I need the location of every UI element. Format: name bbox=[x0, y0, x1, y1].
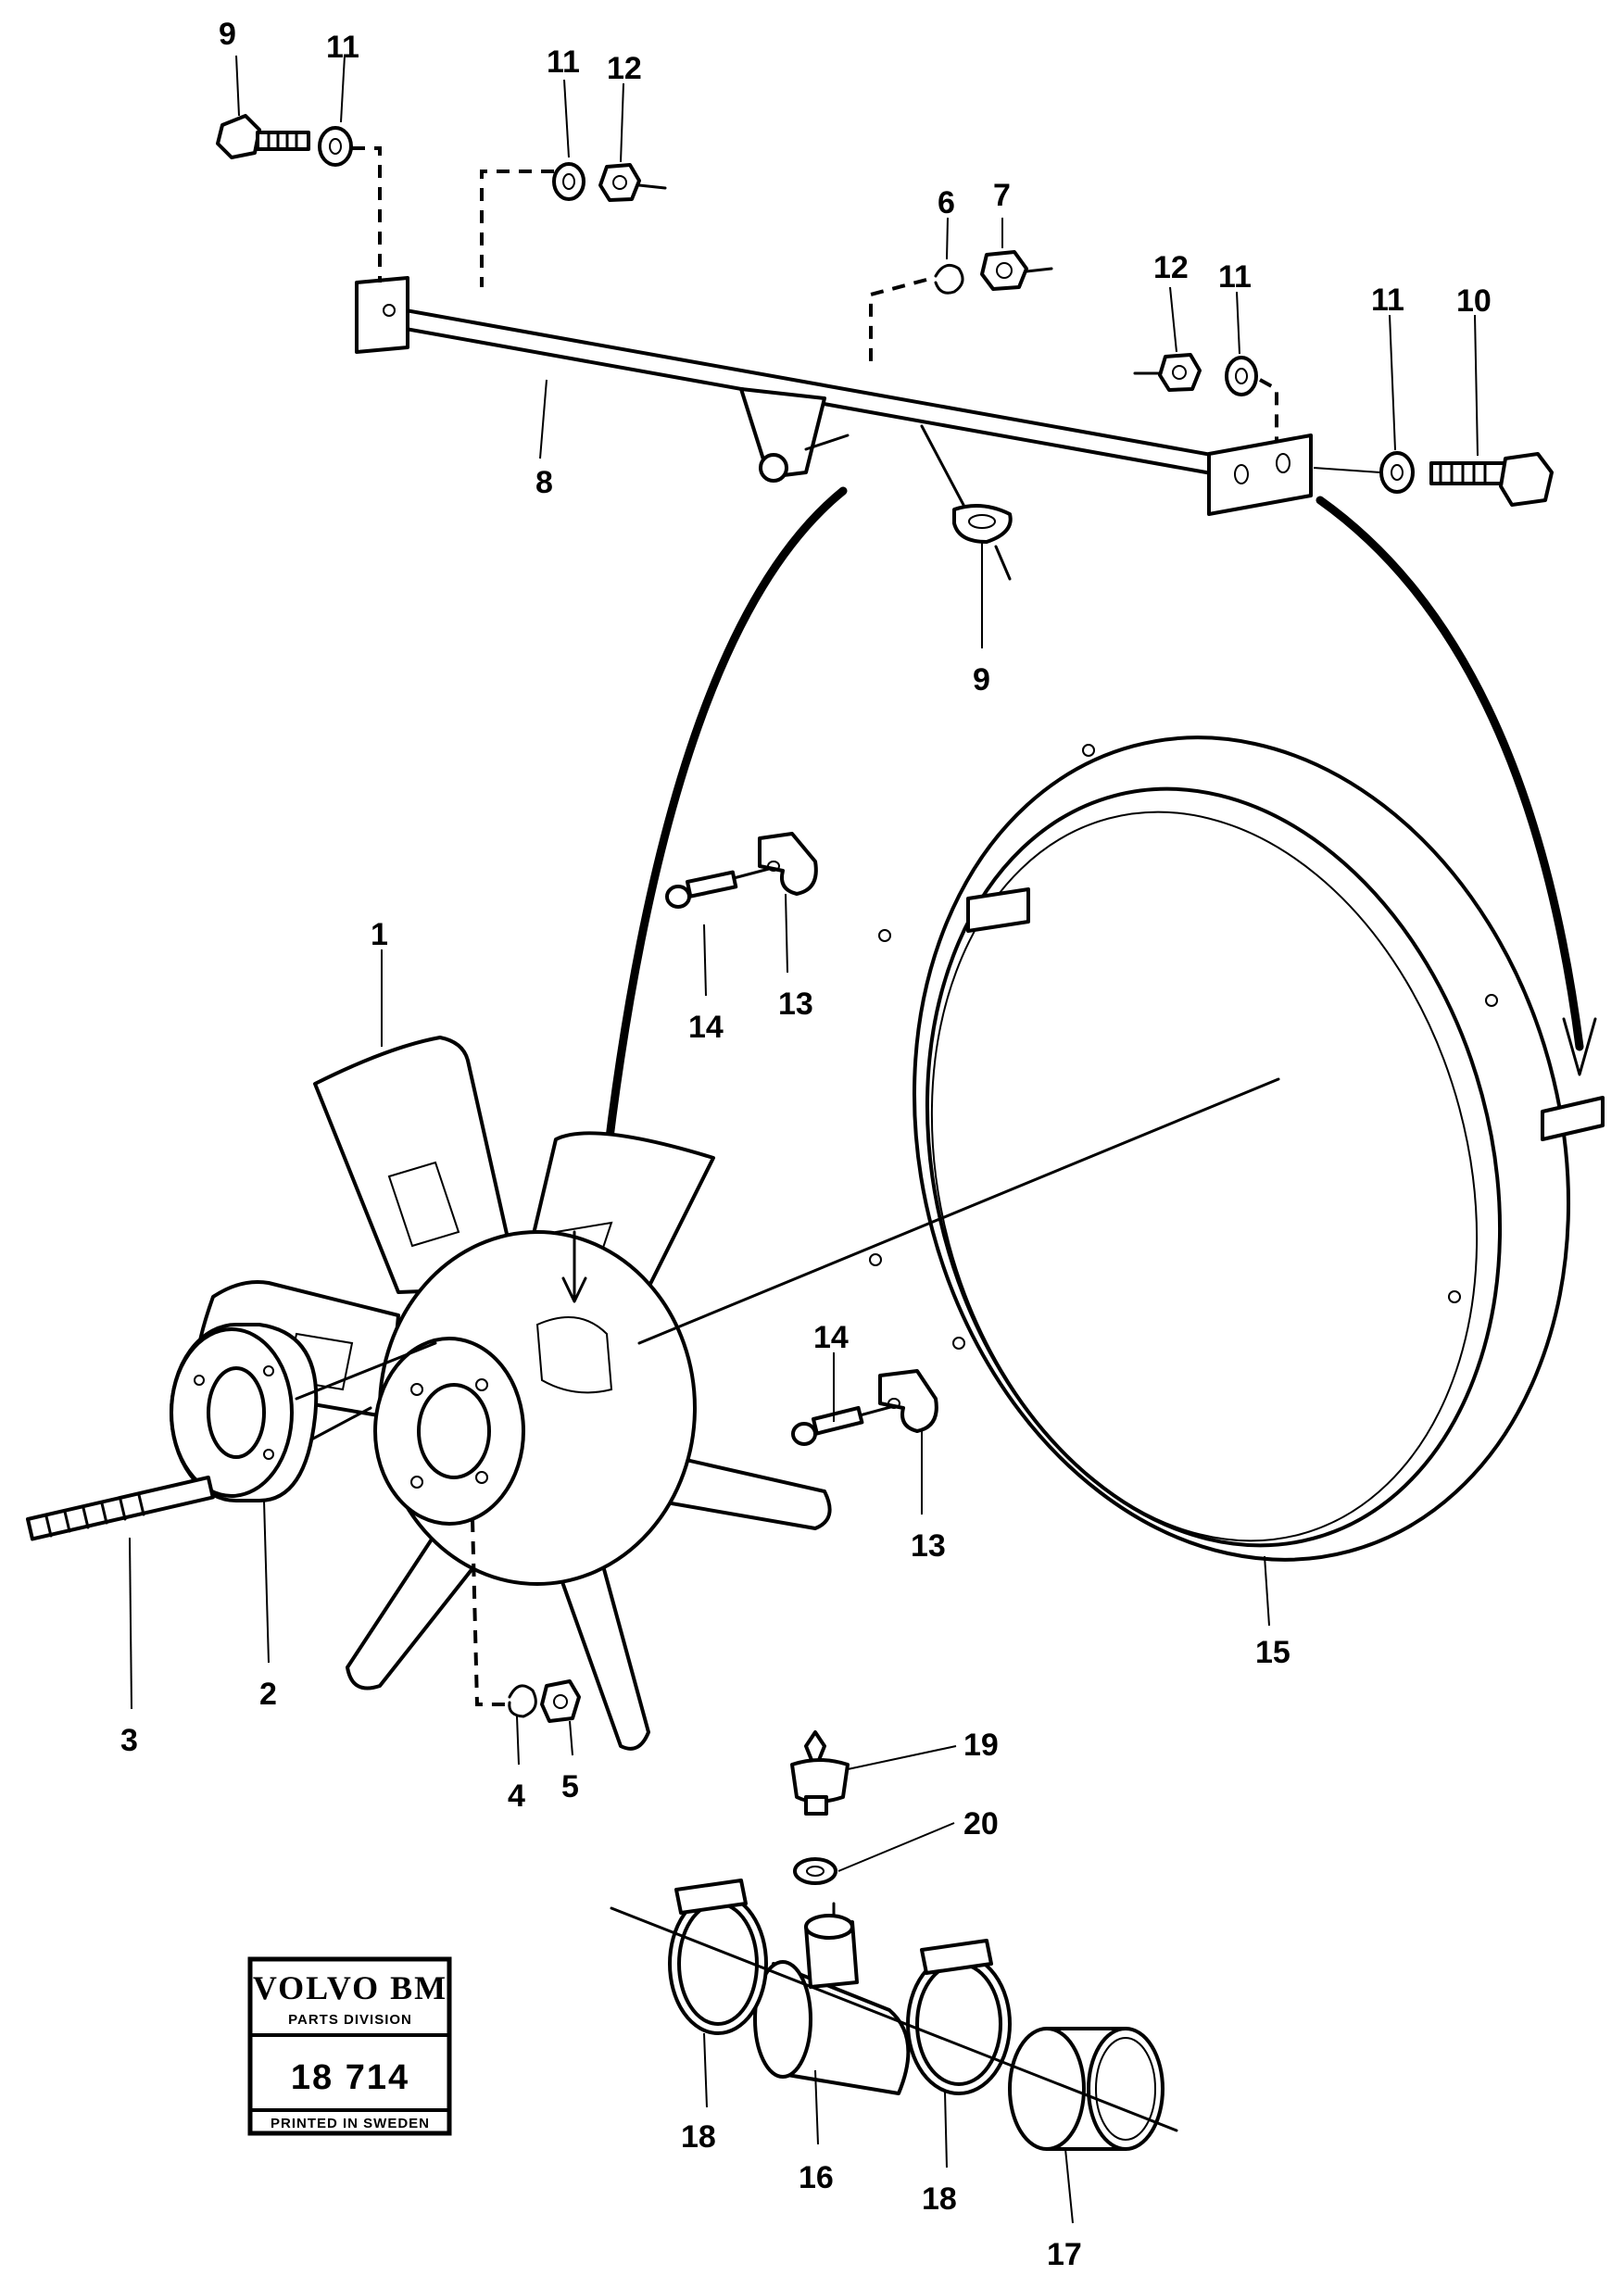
washer-left-mid bbox=[552, 162, 585, 201]
callout-11: 11 bbox=[547, 44, 580, 80]
callout-5: 5 bbox=[561, 1769, 579, 1804]
hose-clamp-18-left bbox=[668, 1879, 768, 2035]
dashed-line-right-nut bbox=[1259, 378, 1278, 443]
dashed-line-left-bolt bbox=[352, 146, 382, 283]
callout-12: 12 bbox=[607, 51, 642, 86]
spacer-2 bbox=[170, 1323, 319, 1502]
callout-6: 6 bbox=[938, 185, 955, 220]
callout-12: 12 bbox=[1153, 250, 1189, 285]
nut-5 bbox=[540, 1679, 581, 1723]
callout-10: 10 bbox=[1456, 283, 1492, 319]
stamp-number: 18 714 bbox=[291, 2058, 409, 2097]
assembly-arrow-right-head bbox=[1562, 1017, 1597, 1076]
callout-3: 3 bbox=[120, 1723, 138, 1758]
clip-13-lower bbox=[878, 1369, 938, 1433]
callout-14: 14 bbox=[813, 1320, 849, 1355]
dashed-line-left-nut bbox=[480, 170, 554, 287]
stud-3 bbox=[26, 1476, 215, 1541]
callout-13: 13 bbox=[911, 1528, 946, 1564]
callout-1: 1 bbox=[371, 917, 388, 952]
callout-8: 8 bbox=[535, 465, 553, 500]
temperature-sensor-19 bbox=[790, 1730, 850, 1816]
parts-division-stamp: VOLVO BM PARTS DIVISION 18 714 PRINTED I… bbox=[247, 1956, 452, 2136]
callout-11: 11 bbox=[326, 30, 359, 65]
assembly-arrow-right bbox=[1316, 496, 1584, 1051]
washer-left-top bbox=[318, 126, 353, 167]
callout-16: 16 bbox=[799, 2160, 834, 2195]
screw-14-upper bbox=[665, 867, 771, 909]
spring-washer-6 bbox=[934, 263, 964, 295]
callout-2: 2 bbox=[259, 1677, 277, 1712]
dashed-line-hub-nut bbox=[471, 1518, 505, 1706]
leader-lines bbox=[129, 55, 1479, 2224]
clip-13-upper bbox=[758, 832, 818, 896]
screw-14-lower bbox=[791, 1404, 896, 1446]
callout-13: 13 bbox=[778, 987, 813, 1022]
callout-15: 15 bbox=[1255, 1635, 1290, 1670]
stamp-printed: PRINTED IN SWEDEN bbox=[271, 2116, 430, 2131]
seal-ring-20 bbox=[793, 1857, 837, 1885]
hose-17 bbox=[1008, 2027, 1164, 2151]
callout-7: 7 bbox=[993, 178, 1011, 213]
washer-right-11a bbox=[1225, 356, 1258, 396]
nut-right-12 bbox=[1133, 353, 1202, 392]
callout-4: 4 bbox=[508, 1779, 525, 1814]
grommet-9 bbox=[920, 424, 1013, 581]
bolt-right-10 bbox=[1429, 452, 1554, 507]
callout-10: 9 bbox=[219, 17, 236, 52]
assembly-arrow-left bbox=[588, 486, 848, 1301]
drop-arrow-to-hub bbox=[561, 1230, 587, 1303]
callout-9: 9 bbox=[973, 662, 990, 698]
fan-hub bbox=[299, 1230, 697, 1586]
callout-18: 18 bbox=[681, 2119, 716, 2155]
callout-11: 11 bbox=[1371, 283, 1404, 318]
bolt-axis-right bbox=[1313, 467, 1381, 473]
washer-right-11b bbox=[1379, 451, 1415, 494]
callout-19: 19 bbox=[963, 1728, 999, 1763]
callout-18: 18 bbox=[922, 2181, 957, 2217]
stud-axis-line bbox=[295, 1341, 437, 1401]
callout-11: 11 bbox=[1218, 259, 1252, 295]
callout-14: 14 bbox=[688, 1010, 724, 1045]
hose-clamp-18-right bbox=[906, 1939, 1012, 2095]
tee-connector-16 bbox=[753, 1914, 911, 2095]
spring-washer-4 bbox=[508, 1684, 537, 1718]
stamp-division: PARTS DIVISION bbox=[288, 2012, 412, 2028]
callout-17: 17 bbox=[1047, 2237, 1082, 2272]
fan-shroud-ring bbox=[869, 735, 1605, 1562]
callout-20: 20 bbox=[963, 1806, 999, 1841]
nut-left-mid bbox=[598, 163, 667, 202]
shaft-axis-line bbox=[637, 1077, 1280, 1345]
stamp-brand: VOLVO BM bbox=[253, 1969, 447, 2006]
bolt-left-top bbox=[216, 114, 310, 159]
callout-labels: 9 11 11 12 6 7 12 11 11 10 8 9 1 14 13 1… bbox=[120, 17, 1492, 2272]
hose-axis-line bbox=[610, 1906, 1178, 2132]
dashed-line-center-nut bbox=[869, 278, 927, 366]
fan-guard-bracket-bar bbox=[355, 276, 1313, 516]
nut-7 bbox=[980, 250, 1053, 291]
